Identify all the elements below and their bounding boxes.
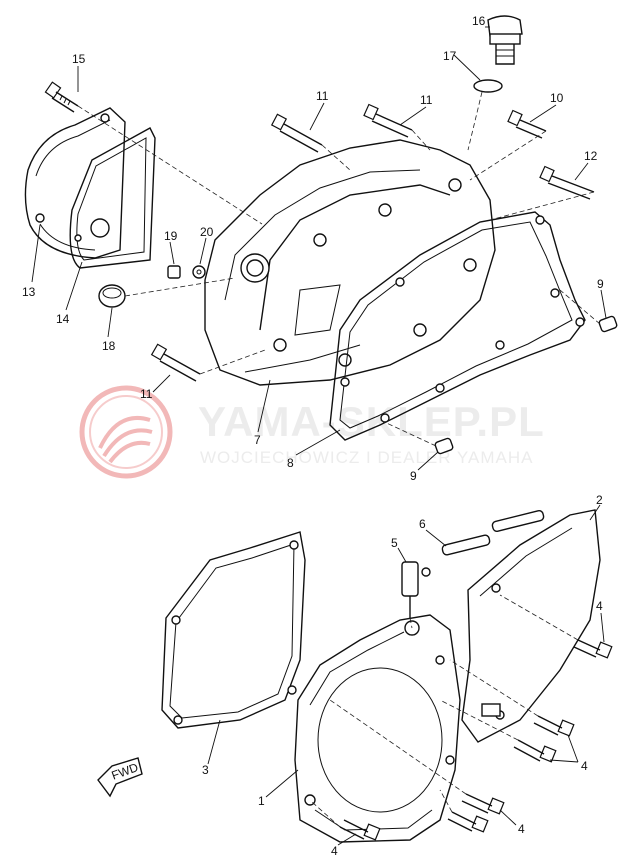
callout-3: 3 xyxy=(202,763,209,777)
part-10-bolt xyxy=(507,109,547,139)
watermark-subtitle: WOJCIECHOWICZ I DEALER YAMAHA xyxy=(200,448,533,467)
callout-14: 14 xyxy=(56,312,70,326)
callout-10: 10 xyxy=(550,91,564,105)
callout-9-lower: 9 xyxy=(410,469,417,483)
callout-18: 18 xyxy=(102,339,116,353)
part-1-cover xyxy=(294,614,461,843)
part-5-fitting xyxy=(401,561,431,618)
callout-4-right: 4 xyxy=(596,599,603,613)
part-11-bolt-upper-right xyxy=(363,103,413,138)
part-4-bolt-d xyxy=(461,793,505,815)
part-4-bolt-f xyxy=(339,819,381,841)
callout-4-middle: 4 xyxy=(581,759,588,773)
watermark-brand: YAMA-SKLEP.PL xyxy=(198,398,545,445)
callout-12: 12 xyxy=(584,149,598,163)
callout-7: 7 xyxy=(254,433,261,447)
part-17-o-ring xyxy=(473,79,503,93)
callout-11-top-left: 11 xyxy=(316,89,329,103)
callout-11-top-right: 11 xyxy=(420,93,433,107)
part-8-gasket xyxy=(329,211,586,441)
callout-11-lower: 11 xyxy=(140,387,153,401)
callout-9-upper: 9 xyxy=(597,277,604,291)
part-9-dowel-lower xyxy=(434,437,454,455)
part-13-cover xyxy=(24,107,126,259)
watermark-logo xyxy=(79,385,173,479)
callout-4-lower-right: 4 xyxy=(518,822,525,836)
callout-19: 19 xyxy=(164,229,178,243)
leader-lines xyxy=(31,26,607,846)
part-16-filler-cap xyxy=(487,15,523,65)
part-15-bolt xyxy=(44,81,79,113)
callout-2: 2 xyxy=(596,493,603,507)
part-12-bolt xyxy=(539,165,595,200)
fwd-arrow-icon: FWD xyxy=(97,757,143,798)
part-19-screw xyxy=(167,265,181,279)
part-11-bolt-upper-left xyxy=(270,113,323,153)
part-14-gasket xyxy=(69,127,156,269)
part-6-hose xyxy=(441,510,545,556)
callout-13: 13 xyxy=(22,285,36,299)
part-20-washer xyxy=(192,265,206,279)
callout-4-bottom: 4 xyxy=(331,844,338,858)
alignment-lines-upper xyxy=(77,91,601,447)
part-4-bolt-a xyxy=(573,639,613,659)
callout-5: 5 xyxy=(391,536,398,550)
part-11-bolt-lower xyxy=(150,343,201,382)
callout-6: 6 xyxy=(419,517,426,531)
callout-8: 8 xyxy=(287,456,294,470)
watermark: YAMA-SKLEP.PL WOJCIECHOWICZ I DEALER YAM… xyxy=(79,385,545,479)
alignment-lines-lower xyxy=(311,594,579,828)
callout-numbers: 15 16 17 11 11 10 12 9 13 14 18 19 20 11… xyxy=(22,14,604,858)
callout-20: 20 xyxy=(200,225,214,239)
part-9-dowel-upper xyxy=(598,315,618,333)
part-18-plug xyxy=(98,284,126,308)
callout-1: 1 xyxy=(258,794,265,808)
callout-16: 16 xyxy=(472,14,486,28)
part-3-gasket xyxy=(161,531,306,729)
part-7-crankcase-cover xyxy=(204,139,496,386)
part-2-chain-cover xyxy=(461,509,601,743)
callout-17: 17 xyxy=(443,49,457,63)
part-4-bolt-e xyxy=(447,811,489,833)
part-4-bolt-c xyxy=(513,739,557,763)
callout-15: 15 xyxy=(72,52,86,66)
part-4-bolt-b xyxy=(533,715,575,737)
